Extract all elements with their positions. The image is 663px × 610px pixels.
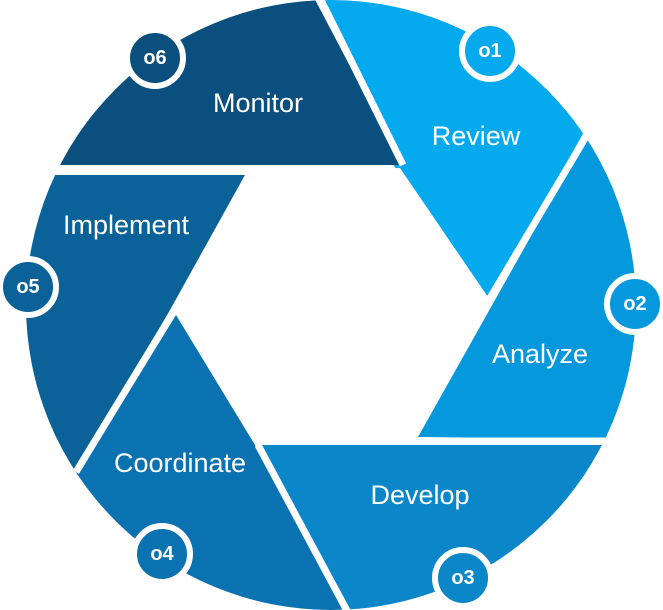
step-label-implement: Implement xyxy=(63,210,190,240)
badge-circle xyxy=(131,523,193,585)
segment-dividers xyxy=(55,0,613,610)
step-label-coordinate: Coordinate xyxy=(114,448,246,478)
segment-implement xyxy=(26,175,245,468)
badge-o2: o2 xyxy=(604,273,663,335)
divider-line xyxy=(73,304,180,474)
badge-number: o4 xyxy=(150,543,174,565)
badge-circle xyxy=(124,27,186,89)
divider-line xyxy=(483,128,594,305)
badge-number: o1 xyxy=(478,40,501,62)
badge-o3: o3 xyxy=(432,547,494,609)
badge-circle xyxy=(604,273,663,335)
badge-o5: o5 xyxy=(0,256,59,318)
badge-o4: o4 xyxy=(131,523,193,585)
step-label-review: Review xyxy=(432,121,521,151)
badge-number: o6 xyxy=(143,47,166,69)
badge-number: o2 xyxy=(623,293,646,315)
badge-o6: o6 xyxy=(124,27,186,89)
badge-number: o5 xyxy=(16,276,39,298)
badge-circle xyxy=(459,20,521,82)
step-label-monitor: Monitor xyxy=(213,88,303,118)
divider-line xyxy=(312,0,407,167)
segment-analyze xyxy=(418,115,636,440)
divider-line xyxy=(254,443,356,610)
step-label-analyze: Analyze xyxy=(492,339,588,369)
badge-circle xyxy=(432,547,494,609)
center-hexagon xyxy=(178,168,490,444)
badge-o1: o1 xyxy=(459,20,521,82)
step-label-develop: Develop xyxy=(370,480,469,510)
badge-number: o3 xyxy=(451,567,474,589)
badge-circle xyxy=(0,256,59,318)
